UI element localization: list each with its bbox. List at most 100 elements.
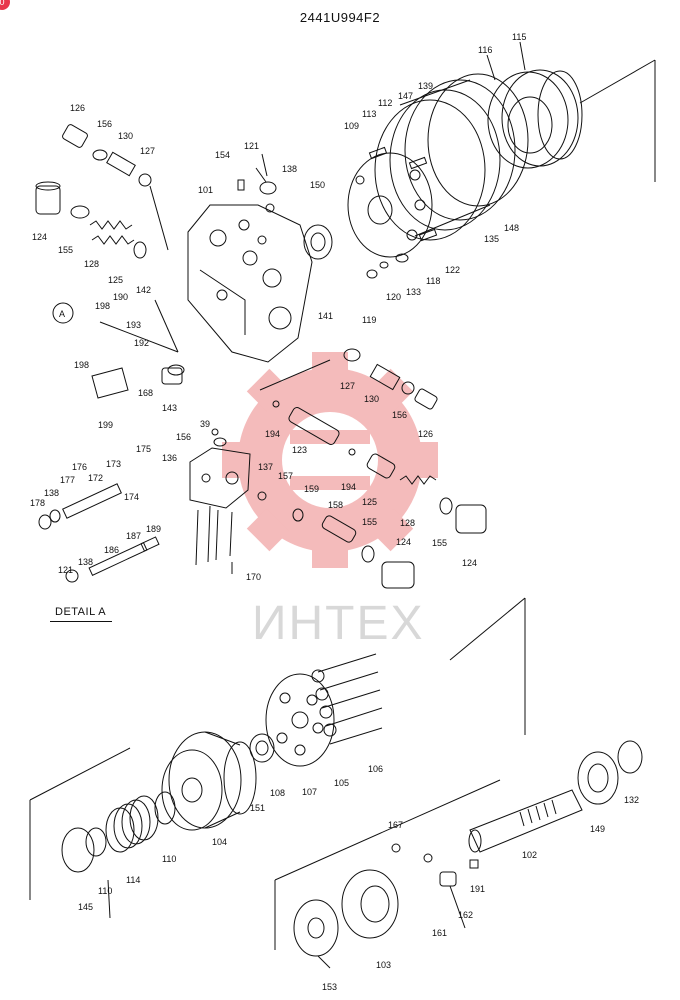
part-label: 172 <box>88 473 103 483</box>
part-label: 156 <box>176 432 191 442</box>
part-label: 108 <box>270 788 285 798</box>
part-label: 135 <box>484 234 499 244</box>
part-label: 167 <box>388 820 403 830</box>
relief-valve-upper <box>62 124 169 251</box>
frame-line <box>449 597 526 661</box>
part-label: 149 <box>590 824 605 834</box>
leader-line <box>107 879 111 919</box>
part-label: 186 <box>104 545 119 555</box>
spring-128 <box>89 220 147 259</box>
part-label: 102 <box>522 850 537 860</box>
cylinder-block-104 <box>161 731 257 831</box>
part-label: 150 <box>310 180 325 190</box>
part-label: 174 <box>124 492 139 502</box>
part-label: 178 <box>30 498 45 508</box>
frame-line <box>259 359 331 391</box>
watermark-text: ИНТЕХ <box>252 597 425 650</box>
part-label: 156 <box>97 119 112 129</box>
plate-199 <box>91 299 179 399</box>
part-label: 199 <box>98 420 113 430</box>
part-label: 126 <box>418 429 433 439</box>
plug-168-143 <box>161 364 185 385</box>
valve-housing <box>187 204 313 363</box>
part-label: 121 <box>244 141 259 151</box>
part-label: 124 <box>32 232 47 242</box>
leader-line <box>449 885 466 929</box>
spool-158 <box>257 491 415 589</box>
frame-line <box>274 779 501 881</box>
bolts-113 <box>368 146 438 242</box>
leader-line <box>261 153 268 177</box>
part-label: 142 <box>136 285 151 295</box>
leader-line <box>519 41 526 71</box>
part-label: 170 <box>246 572 261 582</box>
part-label: 120 <box>386 292 401 302</box>
part-label: 161 <box>432 928 447 938</box>
frame-line <box>579 59 656 104</box>
part-label: 118 <box>426 276 440 286</box>
part-label: 126 <box>70 103 85 113</box>
part-label: 151 <box>250 803 265 813</box>
part-label: 148 <box>504 223 519 233</box>
part-label: 193 <box>126 320 141 330</box>
part-label: 198 <box>74 360 89 370</box>
ring-145-110 <box>61 827 107 873</box>
part-label: 139 <box>418 81 433 91</box>
detail-a-parts <box>38 483 160 583</box>
leader-line <box>317 955 331 969</box>
fittings-118-133 <box>366 253 409 279</box>
detail-a-marker-circle <box>52 302 74 324</box>
part-label: 106 <box>368 764 383 774</box>
part-label: 189 <box>146 524 161 534</box>
drawing-code: 2441U994F2 <box>299 10 381 25</box>
block-136 <box>189 428 251 566</box>
part-label: 116 <box>478 45 492 55</box>
spring-lower <box>366 453 487 534</box>
part-label: 39 <box>200 419 210 429</box>
spring-114 <box>105 791 176 853</box>
shaft-102 <box>468 789 583 853</box>
part-label: 104 <box>212 837 227 847</box>
part-label: 155 <box>362 517 377 527</box>
part-label: 128 <box>400 518 415 528</box>
part-label: 194 <box>265 429 280 439</box>
watermark-gear <box>222 352 438 568</box>
part-label: 191 <box>470 884 485 894</box>
part-label: 175 <box>136 444 151 454</box>
part-label: 177 <box>60 475 75 485</box>
part-label: 143 <box>162 403 177 413</box>
spool-123 <box>272 400 356 456</box>
part-label: 124 <box>462 558 477 568</box>
frame-line <box>29 747 131 801</box>
part-label: 162 <box>458 910 473 920</box>
leader-line <box>486 54 496 81</box>
part-label: 110 <box>162 854 176 864</box>
part-label: 194 <box>341 482 356 492</box>
part-label: 159 <box>304 484 319 494</box>
part-label: 110 <box>98 886 112 896</box>
part-label: 125 <box>362 497 377 507</box>
part-label: 187 <box>126 531 141 541</box>
swash-plate-103 <box>341 869 399 939</box>
part-label: 115 <box>512 32 526 42</box>
part-label: 154 <box>215 150 230 160</box>
corner-badge: 0 <box>0 0 10 10</box>
part-label: 103 <box>376 960 391 970</box>
part-label: 114 <box>126 875 140 885</box>
part-label: 105 <box>334 778 349 788</box>
part-label: 137 <box>258 462 273 472</box>
part-label: 176 <box>72 462 87 472</box>
thrust-plate-153 <box>293 899 339 957</box>
part-label: 121 <box>58 565 73 575</box>
housing-drum <box>374 73 529 241</box>
part-label: 107 <box>302 787 317 797</box>
cover-115-116 <box>487 69 583 169</box>
part-label: 168 <box>138 388 153 398</box>
part-label: 138 <box>282 164 297 174</box>
part-label: 138 <box>78 557 93 567</box>
part-label: 101 <box>198 185 213 195</box>
part-label: 132 <box>624 795 639 805</box>
part-label: 155 <box>58 245 73 255</box>
pins-167-191-162 <box>391 843 479 887</box>
part-label: 141 <box>318 311 333 321</box>
